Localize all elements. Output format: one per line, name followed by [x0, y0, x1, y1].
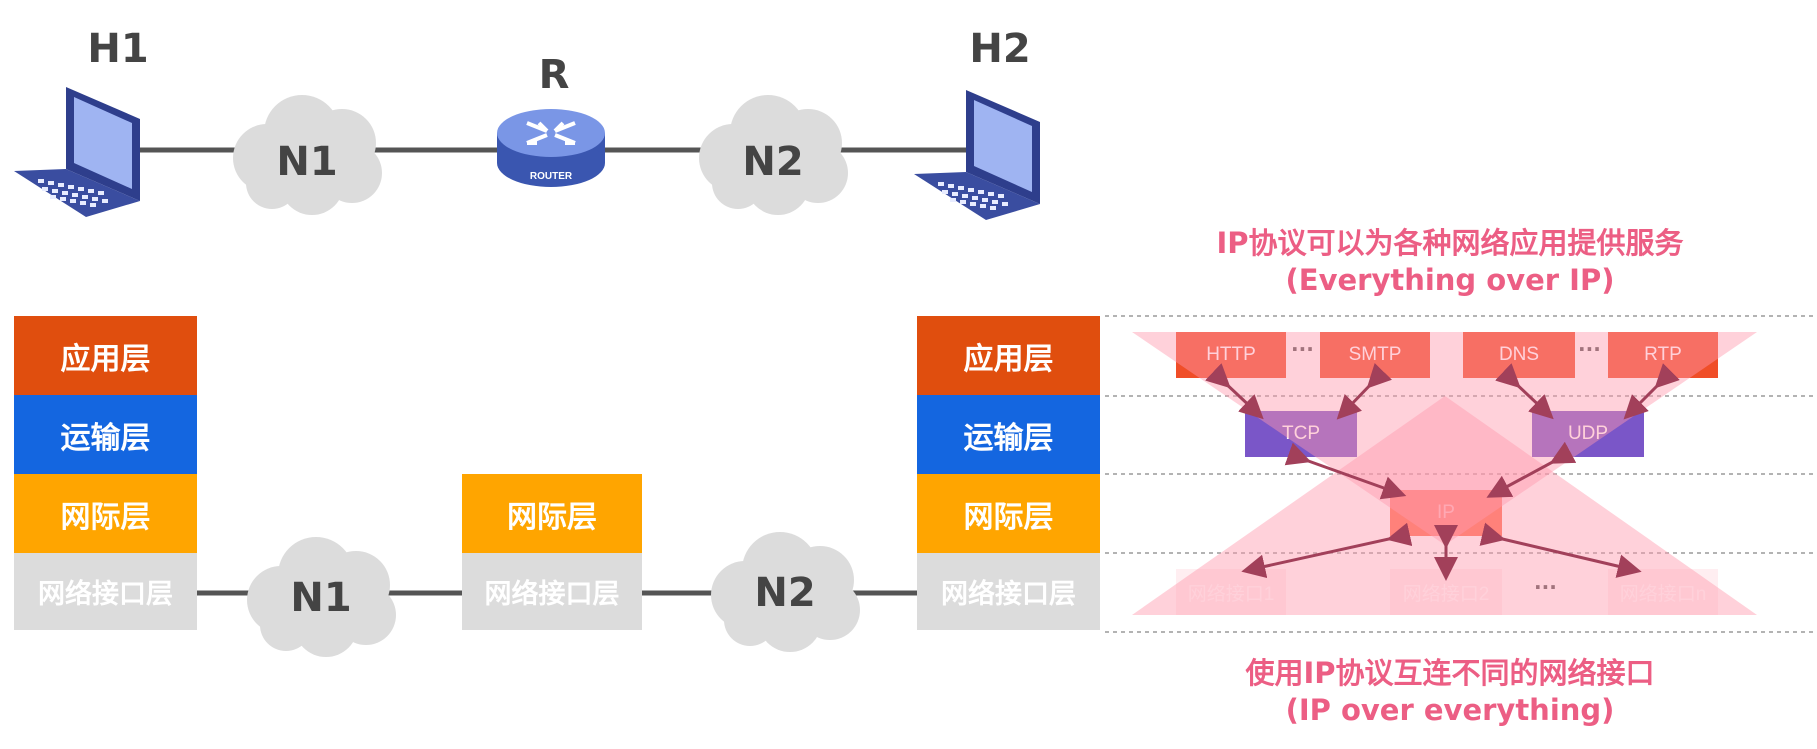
- interface-2: 网络接口2: [1390, 569, 1502, 615]
- cloud-n1-bottom: N1: [247, 537, 396, 657]
- transport-layer: 运输层: [917, 395, 1100, 474]
- network-layer: 网际层: [917, 474, 1100, 553]
- network-layer: 网际层: [462, 474, 642, 553]
- host-h1-label: H1: [87, 26, 149, 72]
- cloud-n1-top: N1: [233, 95, 382, 215]
- host-h2-label: H2: [969, 26, 1031, 72]
- interface-layer: 网络接口层: [917, 553, 1100, 630]
- interface-layer: 网络接口层: [14, 553, 197, 630]
- interface-n: 网络接口n: [1608, 569, 1718, 615]
- cloud-label: N2: [754, 570, 815, 616]
- interface-layer: 网络接口层: [462, 553, 642, 630]
- cloud-n2-top: N2: [699, 95, 848, 215]
- layer-guides: [1105, 315, 1815, 633]
- application-layer: 应用层: [14, 316, 197, 395]
- cloud-label: N1: [276, 139, 337, 185]
- router-label: R: [538, 52, 570, 98]
- cloud-label: N1: [290, 575, 351, 621]
- cloud-n2-bottom: N2: [711, 532, 860, 652]
- protocol-tcp: TCP: [1245, 411, 1357, 457]
- protocol-http: HTTP: [1176, 332, 1286, 378]
- protocol-smtp: SMTP: [1320, 332, 1430, 378]
- laptop-icon: [914, 90, 1040, 220]
- transport-layer: 运输层: [14, 395, 197, 474]
- protocol-ip: IP: [1390, 490, 1502, 536]
- hourglass-bottom-subtitle: (IP over everything): [1285, 693, 1615, 727]
- application-layer: 应用层: [917, 316, 1100, 395]
- hourglass-title: IP协议可以为各种网络应用提供服务: [1216, 226, 1684, 260]
- hourglass-subtitle: (Everything over IP): [1285, 263, 1615, 297]
- network-layer: 网际层: [14, 474, 197, 553]
- protocol-rtp: RTP: [1608, 332, 1718, 378]
- laptop-icon: [14, 87, 140, 217]
- hourglass-bottom-title: 使用IP协议互连不同的网络接口: [1245, 656, 1655, 690]
- app-ellipsis-2: ···: [1578, 337, 1601, 361]
- protocol-dns: DNS: [1463, 332, 1575, 378]
- router-badge: ROUTER: [530, 171, 573, 182]
- interface-ellipsis: ···: [1534, 575, 1557, 599]
- router-icon: ROUTER: [497, 109, 605, 187]
- protocol-udp: UDP: [1532, 411, 1644, 457]
- interface-1: 网络接口1: [1176, 569, 1286, 615]
- app-ellipsis-1: ···: [1291, 337, 1314, 361]
- cloud-label: N2: [742, 139, 803, 185]
